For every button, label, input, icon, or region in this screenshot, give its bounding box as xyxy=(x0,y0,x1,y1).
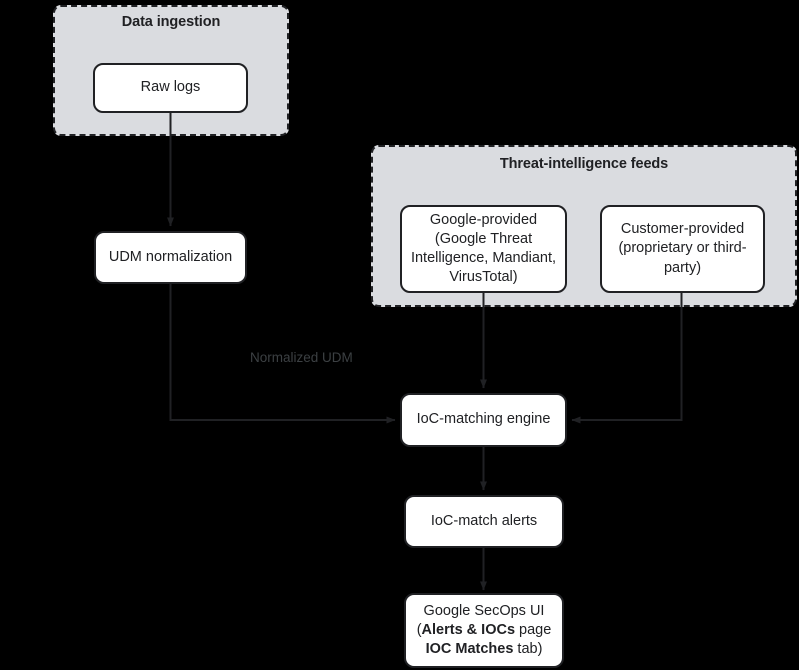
node-ioc-match-alerts-label: IoC-match alerts xyxy=(430,512,538,529)
secops-ui-line-2: (Alerts & IOCs page xyxy=(413,621,555,640)
node-ioc-matching-engine[interactable]: IoC-matching engine xyxy=(400,393,567,447)
node-raw-logs[interactable]: Raw logs xyxy=(93,63,248,113)
node-customer-provided-feed-label: Customer-provided (proprietary or third-… xyxy=(618,221,747,276)
secops-ui-line-2-prefix: ( xyxy=(416,621,422,638)
edge-label-normalized-udm: Normalized UDM xyxy=(250,350,353,365)
secops-ui-line-2-suffix: page xyxy=(515,621,552,638)
node-customer-provided-feed[interactable]: Customer-provided (proprietary or third-… xyxy=(600,205,765,293)
secops-ui-ioc-matches-tab: IOC Matches xyxy=(425,641,514,658)
node-google-secops-ui[interactable]: Google SecOps UI (Alerts & IOCs page IOC… xyxy=(404,593,564,668)
secops-ui-line-3-suffix: tab) xyxy=(513,641,543,658)
node-google-secops-ui-label: Google SecOps UI (Alerts & IOCs page IOC… xyxy=(413,602,555,659)
group-threat-intelligence-feeds-title: Threat-intelligence feeds xyxy=(499,156,669,172)
secops-ui-line-1: Google SecOps UI xyxy=(423,602,545,619)
node-ioc-matching-engine-label: IoC-matching engine xyxy=(416,411,551,428)
edge-customer-feed-to-engine xyxy=(571,293,683,424)
node-udm-normalization-label: UDM normalization xyxy=(108,248,233,265)
group-data-ingestion-title: Data ingestion xyxy=(121,14,221,30)
secops-ui-alerts-iocs-page-link: Alerts & IOCs xyxy=(421,621,516,638)
node-raw-logs-label: Raw logs xyxy=(140,79,201,96)
secops-ui-line-3: IOC Matches tab) xyxy=(413,640,555,659)
node-udm-normalization[interactable]: UDM normalization xyxy=(94,231,247,284)
node-ioc-match-alerts[interactable]: IoC-match alerts xyxy=(404,495,564,548)
node-google-provided-feed[interactable]: Google-provided (Google Threat Intellige… xyxy=(400,205,567,293)
node-google-provided-feed-label: Google-provided (Google Threat Intellige… xyxy=(410,211,557,286)
